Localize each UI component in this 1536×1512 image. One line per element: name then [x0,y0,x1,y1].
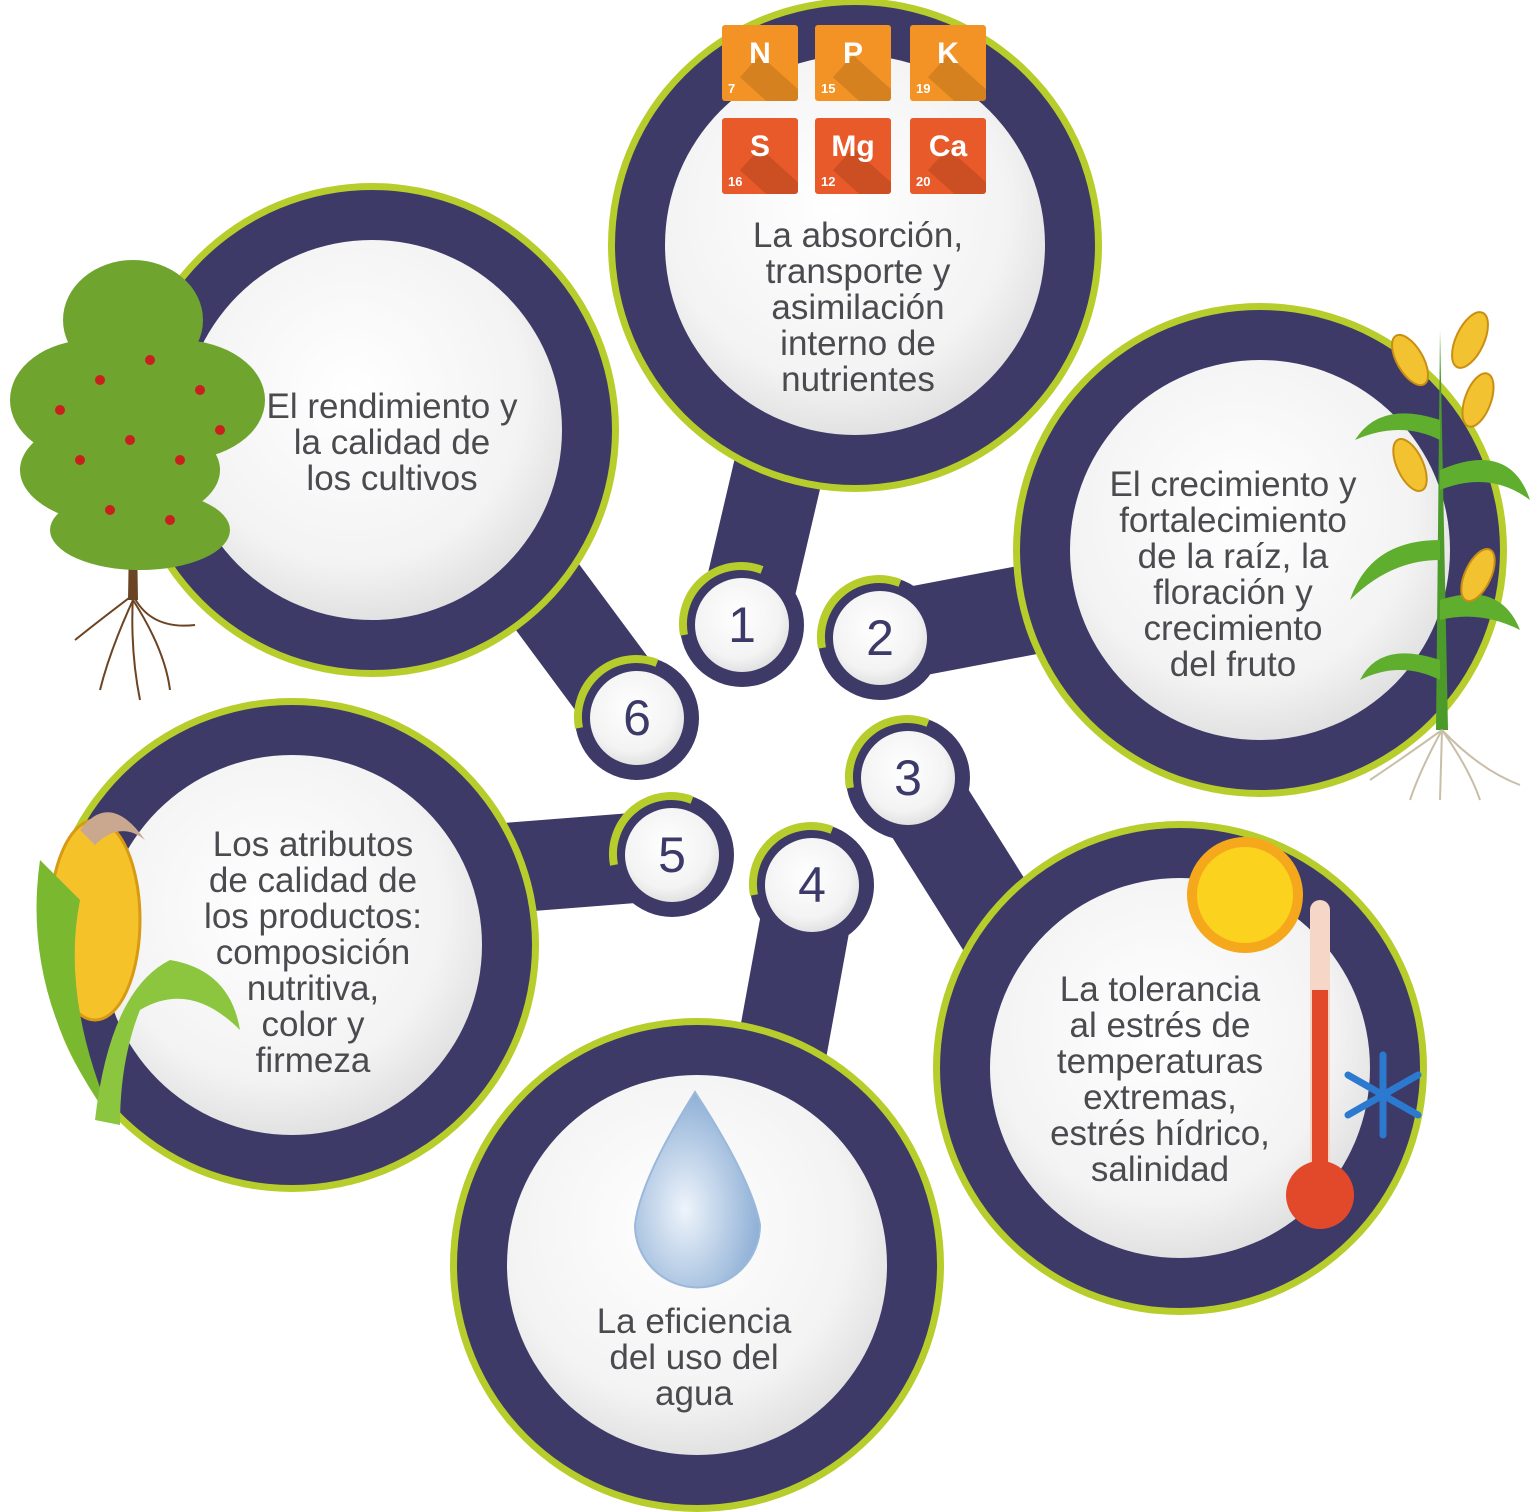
number-circle-4 [748,822,874,947]
number-disc [695,578,789,672]
topic-number-2: 2 [866,610,894,666]
topic-text-2: El crecimiento y fortalecimiento de la r… [1109,465,1357,684]
lime-arc [573,655,659,729]
element-tile-k: K 19 [910,25,986,101]
sun-icon [1187,837,1303,953]
topic-number-1: 1 [728,597,756,653]
atomic-number: 12 [821,174,836,189]
element-symbol: Ca [928,130,968,163]
atomic-number: 7 [728,81,736,96]
element-tile-s: S 16 [722,118,798,194]
element-tile-ca: Ca 20 [910,118,986,194]
number-circle-6 [573,655,699,780]
topic-number-6: 6 [623,690,651,746]
corn-plant-icon [1350,311,1530,801]
number-disc [625,808,719,902]
atomic-number: 19 [916,81,931,96]
number-circle-5 [608,792,734,917]
topic-text-6: El rendimiento y la calidad de los culti… [266,387,518,498]
atomic-number: 15 [821,81,836,96]
topic-number-5: 5 [658,827,686,883]
topic-circle-6 [125,183,619,677]
topic-number-3: 3 [894,750,922,806]
inner-circle [182,240,562,620]
snowflake-icon [1344,1051,1422,1139]
water-drop-icon [633,1090,762,1289]
number-disc [765,838,859,932]
tree-icon [10,260,265,701]
element-tile-p: P 15 [815,25,891,101]
topic-text-1: La absorción, transporte y asimilación i… [752,216,964,399]
element-symbol: N [749,37,771,70]
topic-text-3: La tolerancia al estrés de temperaturas … [1050,970,1270,1189]
lime-arc [844,715,930,789]
number-circle-3 [844,715,970,840]
number-circle-2 [816,575,942,700]
lime-arc [748,822,834,896]
inner-circle [102,755,482,1135]
element-symbol: S [749,130,770,163]
inner-circle [1070,360,1450,740]
number-disc [861,731,955,825]
lime-arc [608,792,694,866]
element-symbol: P [842,37,863,70]
element-symbol: K [937,37,959,70]
atomic-number: 20 [916,174,931,189]
number-circle-1 [678,562,804,687]
lime-arc [816,575,902,649]
number-disc [590,671,684,765]
atomic-number: 16 [728,174,743,189]
topic-text-4: La eficiencia del uso del agua [596,1302,792,1413]
inner-circle [990,878,1370,1258]
element-tile-mg: Mg 12 [815,118,891,194]
number-disc [833,591,927,685]
topic-number-4: 4 [798,857,826,913]
lime-arc [678,562,764,636]
corn-cob-icon [36,812,240,1125]
thermometer-icon [1286,900,1354,1229]
topic-circle-5 [45,698,539,1192]
topic-text-5: Los atributos de calidad de los producto… [204,825,422,1080]
element-symbol: Mg [831,130,875,163]
